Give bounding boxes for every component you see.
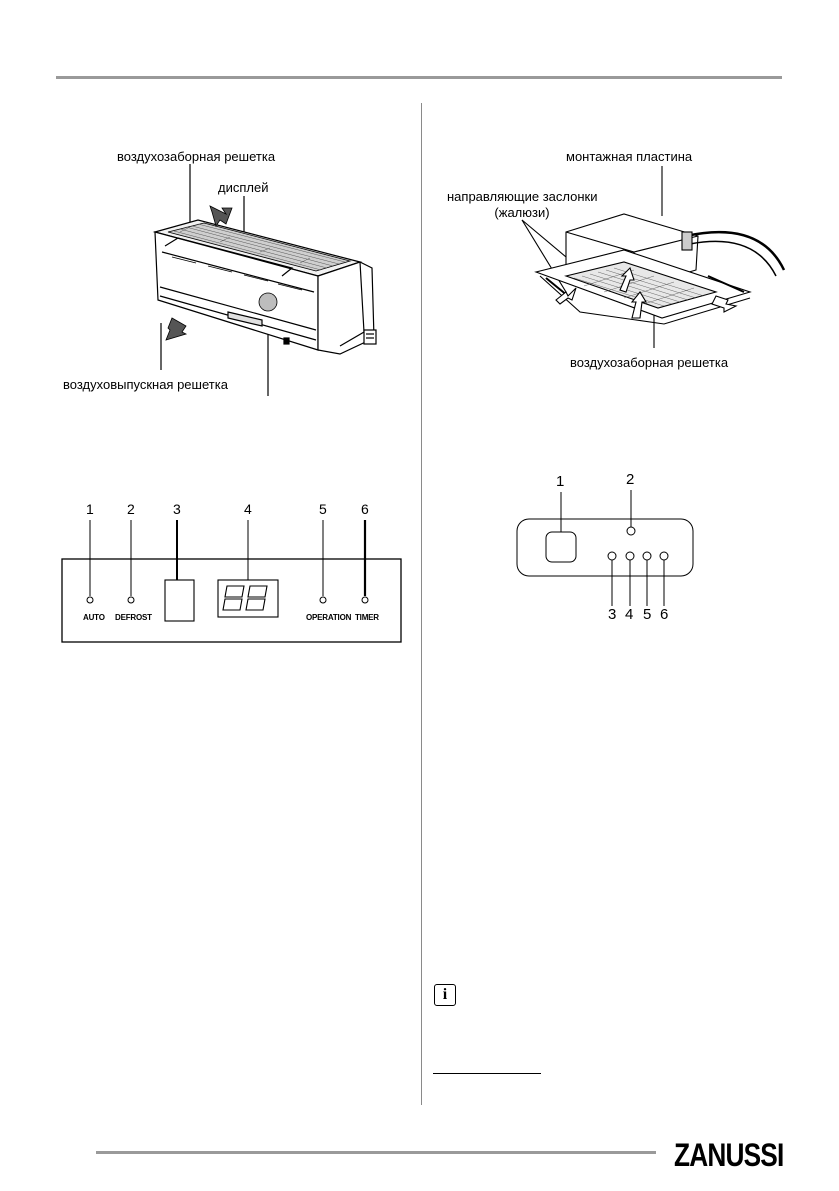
seven-segment-readout: [222, 585, 268, 611]
panel-number-6: 6: [361, 501, 369, 517]
brand-logo: ZANUSSI: [673, 1137, 784, 1173]
panel-label-timer: TIMER: [355, 613, 379, 622]
label-display: дисплей: [218, 180, 269, 195]
label-louvers-line2: (жалюзи): [494, 205, 550, 220]
cassette-number-4: 4: [625, 606, 634, 623]
panel-number-5: 5: [319, 501, 327, 517]
top-rule: [56, 76, 782, 79]
bottom-rule: [96, 1151, 656, 1154]
panel-number-1: 1: [86, 501, 94, 517]
panel-number-3: 3: [173, 501, 181, 517]
cassette-number-1: 1: [556, 473, 565, 490]
cassette-number-6: 6: [660, 606, 669, 623]
label-mounting-plate: монтажная пластина: [566, 149, 693, 164]
cassette-number-3: 3: [608, 606, 617, 623]
panel-number-4: 4: [244, 501, 252, 517]
info-icon: i: [434, 984, 456, 1006]
cassette-number-2: 2: [626, 471, 635, 488]
label-louvers-line1: направляющие заслонки: [447, 189, 598, 204]
column-divider: [421, 103, 422, 1105]
label-intake-grille-cassette: воздухозаборная решетка: [570, 355, 729, 370]
panel-label-defrost: DEFROST: [115, 613, 152, 622]
panel-label-operation: OPERATION: [306, 613, 352, 622]
panel-label-auto: AUTO: [83, 613, 105, 622]
cassette-number-5: 5: [643, 606, 652, 623]
label-outlet-grille: воздуховыпускная решетка: [63, 377, 228, 392]
panel-number-2: 2: [127, 501, 135, 517]
footnote-rule: [433, 1073, 541, 1074]
label-intake-grille-wall: воздухозаборная решетка: [117, 149, 276, 164]
